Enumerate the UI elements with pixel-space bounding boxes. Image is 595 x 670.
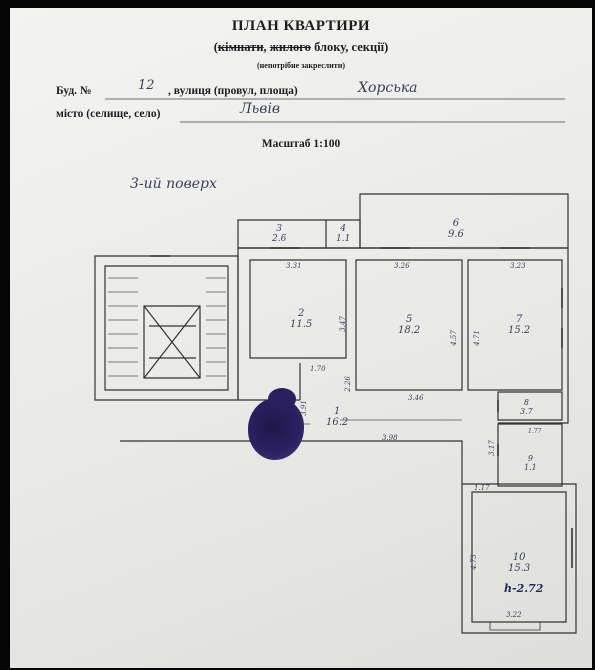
- room-5-num: 5: [405, 314, 413, 325]
- room-8-area: 3.7: [520, 407, 533, 416]
- room-10-num: 10: [512, 552, 526, 563]
- scale-label: Масштаб 1:100: [261, 138, 341, 150]
- room-4-area: 1.1: [336, 234, 351, 244]
- dim-label: 3.22: [506, 611, 522, 619]
- room-9-area: 1.1: [524, 463, 537, 472]
- room-7-num: 7: [515, 314, 523, 325]
- dim-label: 3.31: [286, 262, 302, 270]
- document-title: ПЛАН КВАРТИРИ: [231, 18, 371, 34]
- room-2-num: 2: [297, 308, 305, 319]
- dim-label: 4.73: [469, 554, 478, 570]
- room-4-num: 4: [340, 224, 347, 234]
- room-9-num: 9: [527, 454, 533, 463]
- strike-note: (непотрібне закреслити): [257, 61, 345, 70]
- dim-label: 3.26: [394, 262, 410, 270]
- room-1-area: 16.2: [326, 417, 349, 428]
- dim-label: 3.46: [408, 394, 424, 402]
- room-6-num: 6: [452, 218, 460, 229]
- room-8-num: 8: [523, 398, 529, 407]
- room-5-area: 18.2: [398, 325, 421, 336]
- dim-label: 1.70: [310, 365, 326, 373]
- document-sheet: ПЛАН КВАРТИРИ (кімнати, жилого блоку, се…: [10, 8, 592, 668]
- dim-label: 3.47: [338, 316, 347, 332]
- dim-label: 1.17: [474, 484, 490, 492]
- dim-label: 2.26: [343, 376, 352, 392]
- floor-label: 3-ий поверх: [130, 176, 217, 192]
- dim-label: 4.57: [449, 330, 458, 346]
- room-3-area: 2.6: [272, 234, 287, 244]
- room-3-num: 3: [276, 224, 283, 234]
- subtitle-rest: блоку, секції): [310, 40, 389, 54]
- street-label: , вулиця (провул, площа): [168, 85, 298, 97]
- room-1-num: 1: [333, 406, 341, 417]
- room-7-area: 15.2: [508, 325, 531, 336]
- dim-label: 1.77: [528, 428, 542, 435]
- city-label: місто (селище, село): [56, 108, 161, 120]
- subtitle-room: кімнати: [217, 40, 264, 54]
- ink-stamp-blot: [268, 388, 296, 410]
- room-6-area: 9.6: [448, 229, 464, 240]
- street-name: Хорська: [358, 80, 418, 96]
- ceiling-height: h-2.72: [504, 582, 544, 595]
- dim-label: 3.17: [487, 440, 496, 456]
- subtitle-sep: ,: [263, 40, 270, 54]
- window-marks: [150, 247, 573, 568]
- building-label: Буд. №: [56, 85, 92, 97]
- subtitle-block: жилого: [269, 40, 311, 54]
- building-number: 12: [138, 78, 155, 93]
- city-name: Львів: [240, 101, 281, 117]
- room-2-area: 11.5: [290, 319, 313, 330]
- dim-label: 3.98: [382, 434, 398, 442]
- document-subtitle: (кімнати, жилого блоку, секції): [10, 40, 592, 55]
- subtitle-open: (: [213, 40, 218, 54]
- room-10-area: 15.3: [508, 563, 531, 574]
- dim-label: 4.71: [472, 330, 481, 346]
- dim-label: 3.23: [510, 262, 526, 270]
- floor-plan: [94, 98, 577, 634]
